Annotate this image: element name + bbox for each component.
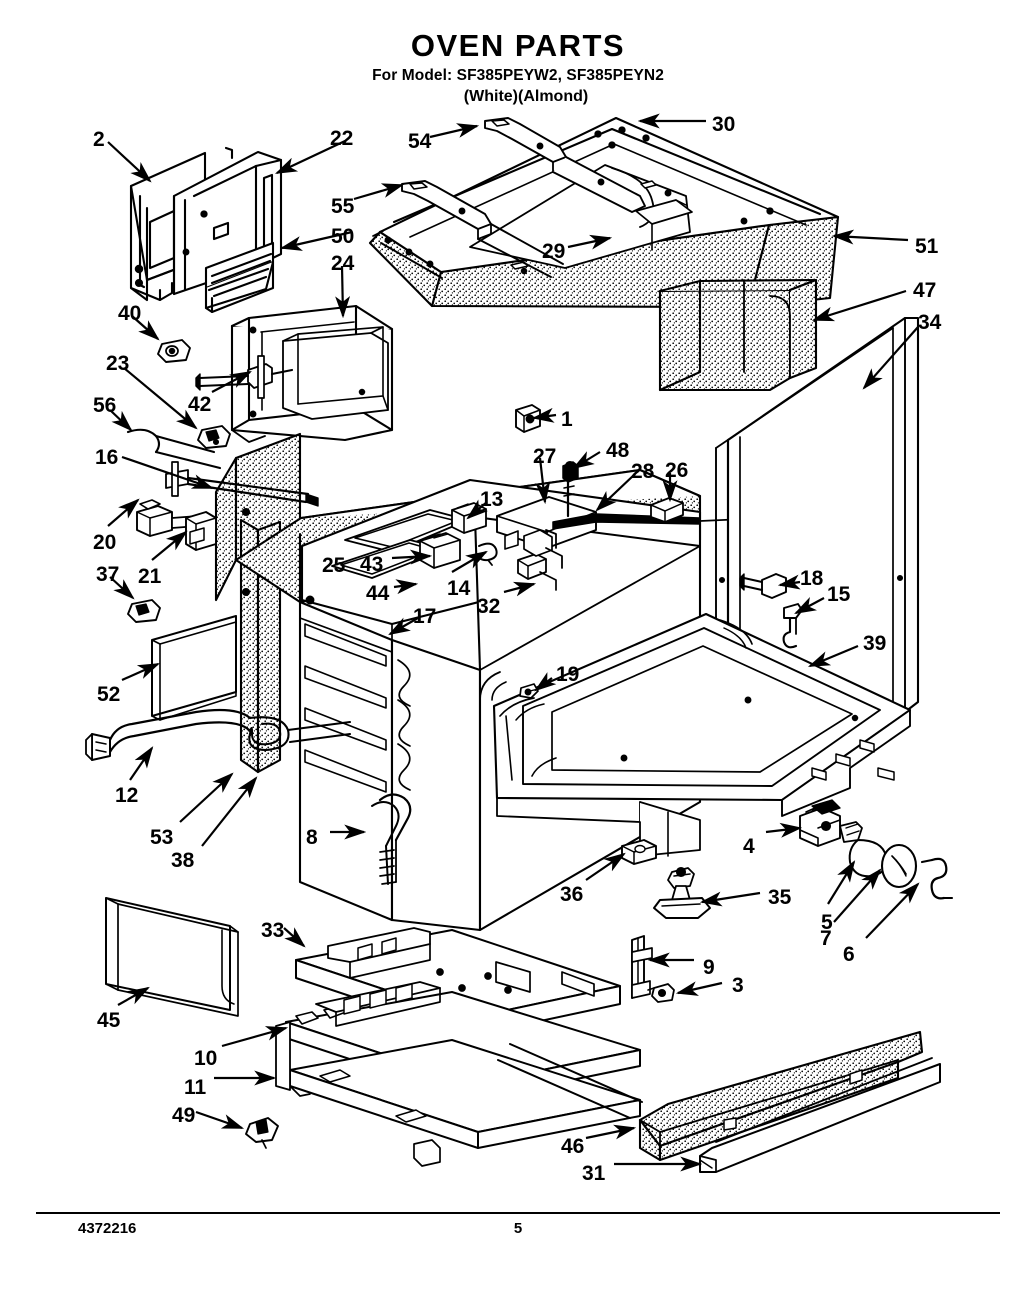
callout-32: 32 [477, 595, 501, 618]
callout-3: 3 [732, 974, 744, 997]
part-23-clip [197, 425, 231, 449]
callout-34: 34 [918, 311, 942, 334]
part-35-leveling-leg [653, 866, 711, 919]
callout-29: 29 [542, 240, 566, 263]
callout-44: 44 [366, 582, 390, 605]
part-40-clip [157, 339, 191, 363]
part-46-toe-kick-insulation [638, 1030, 924, 1162]
callout-13: 13 [480, 488, 504, 511]
part-9-anti-tip-bracket [631, 935, 653, 999]
callout-7: 7 [820, 927, 832, 950]
callout-14: 14 [447, 577, 471, 600]
part-19-screw [519, 683, 539, 699]
part-8-latch-spring [371, 793, 412, 885]
part-50-vent-trim [204, 241, 275, 314]
part-43-terminal-block [419, 532, 461, 569]
callout-1: 1 [561, 408, 573, 431]
callout-37: 37 [96, 563, 120, 586]
callout-45: 45 [97, 1009, 121, 1032]
color-white-label: (White) [463, 87, 518, 105]
callout-42: 42 [188, 393, 212, 416]
part-55-left-support-bracket [372, 180, 564, 279]
callout-27: 27 [533, 445, 557, 468]
callout-28: 28 [631, 460, 655, 483]
color-variants: (White)(Almond) [0, 88, 1036, 106]
callout-35: 35 [768, 886, 792, 909]
callout-52: 52 [97, 683, 121, 706]
part-39-oven-bottom-panel [492, 612, 912, 857]
callout-36: 36 [560, 883, 584, 906]
callout-18: 18 [800, 567, 824, 590]
part-7-lamp-lens [880, 843, 918, 889]
callout-46: 46 [561, 1135, 585, 1158]
part-45-rear-cover-panel [105, 897, 239, 1017]
callout-53: 53 [150, 826, 174, 849]
part-18-bulb-socket [739, 573, 787, 599]
callout-10: 10 [194, 1047, 218, 1070]
callout-5: 5 [821, 911, 833, 934]
part-1-sensor-bushing [515, 404, 541, 433]
part-54-top-support-bracket [484, 117, 646, 213]
callout-50: 50 [331, 225, 355, 248]
callout-56: 56 [93, 394, 117, 417]
callout-51: 51 [915, 235, 939, 258]
part-49-clip [245, 1117, 279, 1149]
footer-divider [36, 1212, 1000, 1214]
part-47-insulation-wrap [658, 278, 818, 392]
footer-part-number: 4372216 [78, 1220, 137, 1237]
part-52-heat-shield [151, 615, 237, 721]
part-12-power-cord [85, 708, 352, 761]
callout-16: 16 [95, 446, 119, 469]
model-line: For Model: SF385PEYW2, SF385PEYN2 [372, 66, 664, 84]
callout-55: 55 [331, 195, 355, 218]
part-3-screw [647, 983, 675, 1003]
callout-12: 12 [115, 784, 139, 807]
callout-25: 25 [322, 554, 346, 577]
callout-43: 43 [360, 553, 384, 576]
callout-6: 6 [843, 943, 855, 966]
page-title: OVEN PARTS [410, 28, 626, 63]
part-4-lamp-socket [799, 799, 841, 847]
part-6-lamp-retainer-wire [920, 857, 954, 900]
part-24-broiler-drawer [230, 304, 394, 443]
part-5-bulb [839, 821, 888, 878]
callout-47: 47 [913, 279, 937, 302]
callout-48: 48 [606, 439, 630, 462]
callout-39: 39 [863, 632, 887, 655]
callout-31: 31 [582, 1162, 606, 1185]
callout-30: 30 [712, 113, 736, 136]
page-header: OVEN PARTS For Model: SF385PEYW2, SF385P… [0, 28, 1036, 106]
callout-49: 49 [172, 1104, 196, 1127]
callout-9: 9 [703, 956, 715, 979]
callout-11: 11 [184, 1076, 207, 1099]
callout-33: 33 [261, 919, 285, 942]
part-51-maintop-assembly [368, 116, 840, 309]
callout-54: 54 [408, 130, 432, 153]
callout-20: 20 [93, 531, 117, 554]
color-almond-label: (Almond) [518, 87, 589, 105]
callout-40: 40 [118, 302, 142, 325]
callout-26: 26 [665, 459, 689, 482]
callout-4: 4 [743, 835, 755, 858]
part-21-clip-bracket [185, 511, 217, 551]
callout-17: 17 [413, 605, 437, 628]
callout-2: 2 [93, 128, 105, 151]
footer-page-number: 5 [513, 1220, 523, 1237]
callout-8: 8 [306, 826, 318, 849]
callout-15: 15 [827, 583, 851, 606]
callout-24: 24 [331, 252, 355, 275]
callout-19: 19 [556, 663, 580, 686]
callout-38: 38 [171, 849, 195, 872]
part-37-clip [127, 599, 161, 623]
callout-21: 21 [138, 565, 162, 588]
callout-23: 23 [106, 352, 130, 375]
part-42-screw-stud [195, 355, 294, 399]
part-31-front-trim-rail [497, 1043, 941, 1173]
callout-22: 22 [330, 127, 354, 150]
